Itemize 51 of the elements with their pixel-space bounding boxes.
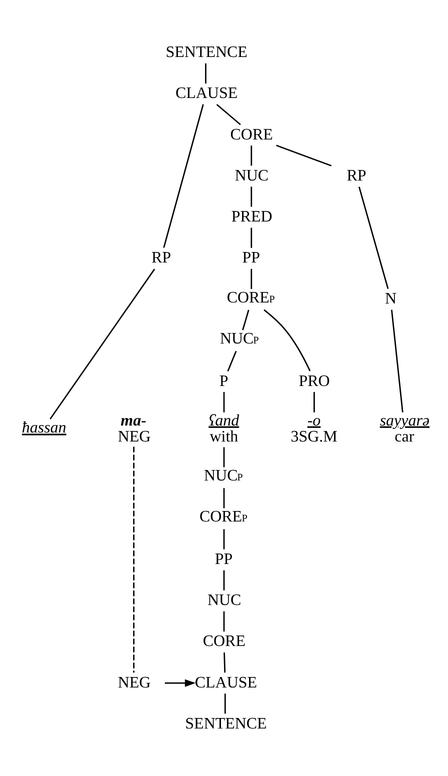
connector <box>223 392 225 412</box>
node-text: sayyarə car <box>380 412 430 445</box>
connector <box>250 145 252 166</box>
node-text: CLAUSE <box>194 674 257 691</box>
connector <box>163 104 204 248</box>
connector <box>358 186 389 289</box>
node-text: NEG <box>118 674 151 691</box>
node-text: -o 3SG.M <box>290 412 338 445</box>
node-text: NUC <box>207 592 242 609</box>
connector <box>250 268 252 288</box>
connector <box>276 144 332 166</box>
connector <box>223 610 225 631</box>
node-text: PP <box>214 550 233 568</box>
node-text: NUC <box>234 166 269 184</box>
connector <box>314 392 315 412</box>
node-text: P <box>219 372 228 390</box>
node-text: SENTENCE <box>185 714 267 732</box>
node-text: COREP <box>226 289 275 306</box>
node-text: PRO <box>298 372 330 390</box>
connector <box>223 570 225 590</box>
node-text: SENTENCE <box>166 44 248 61</box>
node-text: COREP <box>199 508 248 526</box>
node-text: CORE <box>202 632 246 650</box>
connector <box>216 103 241 125</box>
node-text: NUCP <box>220 330 259 348</box>
connector <box>242 309 250 330</box>
node-text: PP <box>242 249 260 266</box>
connector <box>205 62 206 83</box>
node-text: N <box>384 290 397 308</box>
connector <box>50 268 156 419</box>
connector <box>250 227 252 248</box>
connector <box>223 446 225 467</box>
node-text: CLAUSE <box>175 84 238 102</box>
node-text: ħassan <box>22 419 66 436</box>
connector <box>250 186 252 206</box>
connector <box>390 309 404 412</box>
connector <box>223 528 225 549</box>
node-text: CORE <box>230 126 273 143</box>
node-text: PRED <box>231 208 272 225</box>
node-text: ma- NEG <box>118 412 151 445</box>
connector <box>223 488 225 508</box>
node-text: RP <box>346 166 366 184</box>
connector <box>224 693 226 714</box>
node-text: NUCP <box>204 467 243 484</box>
connector <box>264 308 311 371</box>
connector <box>133 446 134 672</box>
node-text: ʕand with <box>208 412 240 445</box>
arrow <box>164 678 196 686</box>
connector <box>227 350 237 371</box>
connector <box>224 652 226 672</box>
node-text: RP <box>152 249 172 266</box>
